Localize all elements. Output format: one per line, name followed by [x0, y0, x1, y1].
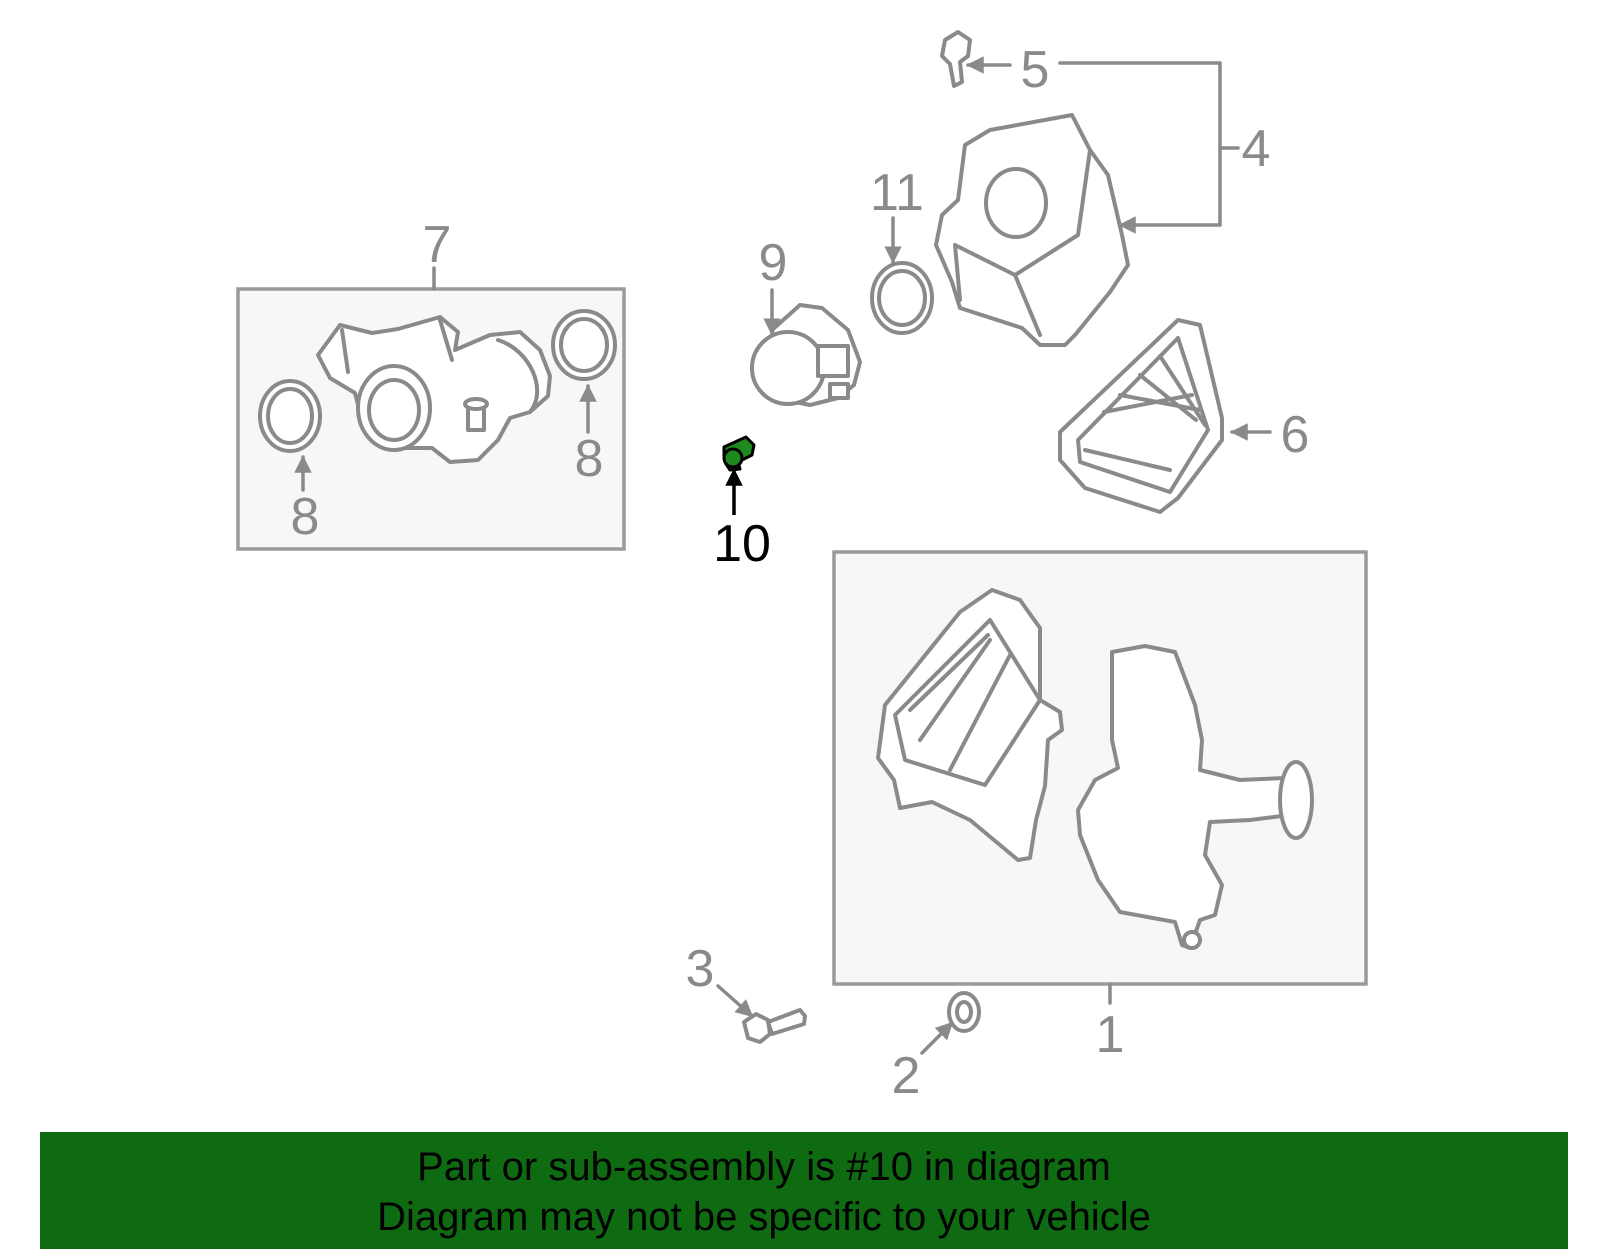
intake-duct-ribs — [340, 318, 454, 374]
part-3-bolt[interactable] — [716, 984, 807, 1044]
part-2-leader — [920, 1021, 954, 1055]
part-10-bolt[interactable] — [722, 435, 756, 515]
callout-2: 2 — [892, 1047, 921, 1105]
part-5-bolt[interactable] — [940, 30, 1012, 88]
bolt-5-shape — [940, 30, 972, 88]
bolt-10-head — [722, 447, 744, 469]
callout-8-left: 8 — [291, 488, 320, 546]
callout-11: 11 — [870, 164, 924, 222]
lower-housing-inner — [908, 633, 1012, 772]
part-2-grommet[interactable] — [920, 991, 981, 1055]
inlet-duct-body — [1076, 644, 1292, 950]
callout-4: 4 — [1242, 120, 1271, 178]
part-9-air-flow-sensor[interactable] — [750, 288, 862, 407]
part-3-leader — [716, 984, 754, 1018]
inlet-duct-mouth — [1278, 760, 1314, 840]
clamp-ring-left-inner — [266, 387, 314, 445]
clamp-ring-right-inner — [559, 317, 609, 373]
callout-7: 7 — [423, 216, 452, 274]
inlet-duct-tab-hole — [1182, 930, 1202, 950]
intake-duct-flange — [496, 338, 540, 414]
callout-1: 1 — [1096, 1006, 1125, 1064]
callout-9: 9 — [759, 234, 788, 292]
callout-5: 5 — [1021, 41, 1050, 99]
banner-line-part: Part or sub-assembly is #10 in diagram — [417, 1145, 1111, 1189]
upper-cover-port — [984, 167, 1048, 239]
bolt-3-head — [742, 1012, 772, 1044]
part-info-banner: Part or sub-assembly is #10 in diagram D… — [40, 1132, 1568, 1249]
maf-sensor-tab — [828, 382, 850, 400]
part-1-housing-group[interactable] — [832, 550, 1368, 1005]
callout-8-right: 8 — [575, 430, 604, 488]
maf-sensor-face — [750, 330, 826, 406]
callout-3: 3 — [686, 940, 715, 998]
upper-cover-edge — [953, 148, 1092, 277]
bolt-3-shank — [766, 1008, 807, 1036]
air-filter-pleats — [1083, 354, 1207, 472]
upper-cover-ribs — [953, 243, 1042, 337]
lower-housing-rim — [893, 618, 1042, 787]
gasket-inner — [877, 269, 927, 327]
lower-housing-body — [876, 588, 1064, 862]
part-11-gasket[interactable] — [870, 216, 934, 335]
part-4-upper-cover[interactable] — [934, 61, 1240, 347]
callout-10: 10 — [713, 515, 771, 573]
air-filter-frame — [1058, 318, 1224, 514]
grommet-outer — [947, 991, 981, 1033]
part-6-air-filter[interactable] — [1058, 318, 1272, 514]
part-7-intake-duct-group[interactable] — [236, 266, 626, 551]
intake-duct-port-inner — [367, 378, 421, 442]
grommet-inner — [955, 1000, 973, 1024]
intake-duct-nipple-top — [463, 397, 489, 411]
maf-sensor-connector — [816, 344, 850, 378]
callout-6: 6 — [1281, 406, 1310, 464]
banner-line-disclaimer: Diagram may not be specific to your vehi… — [377, 1195, 1151, 1239]
